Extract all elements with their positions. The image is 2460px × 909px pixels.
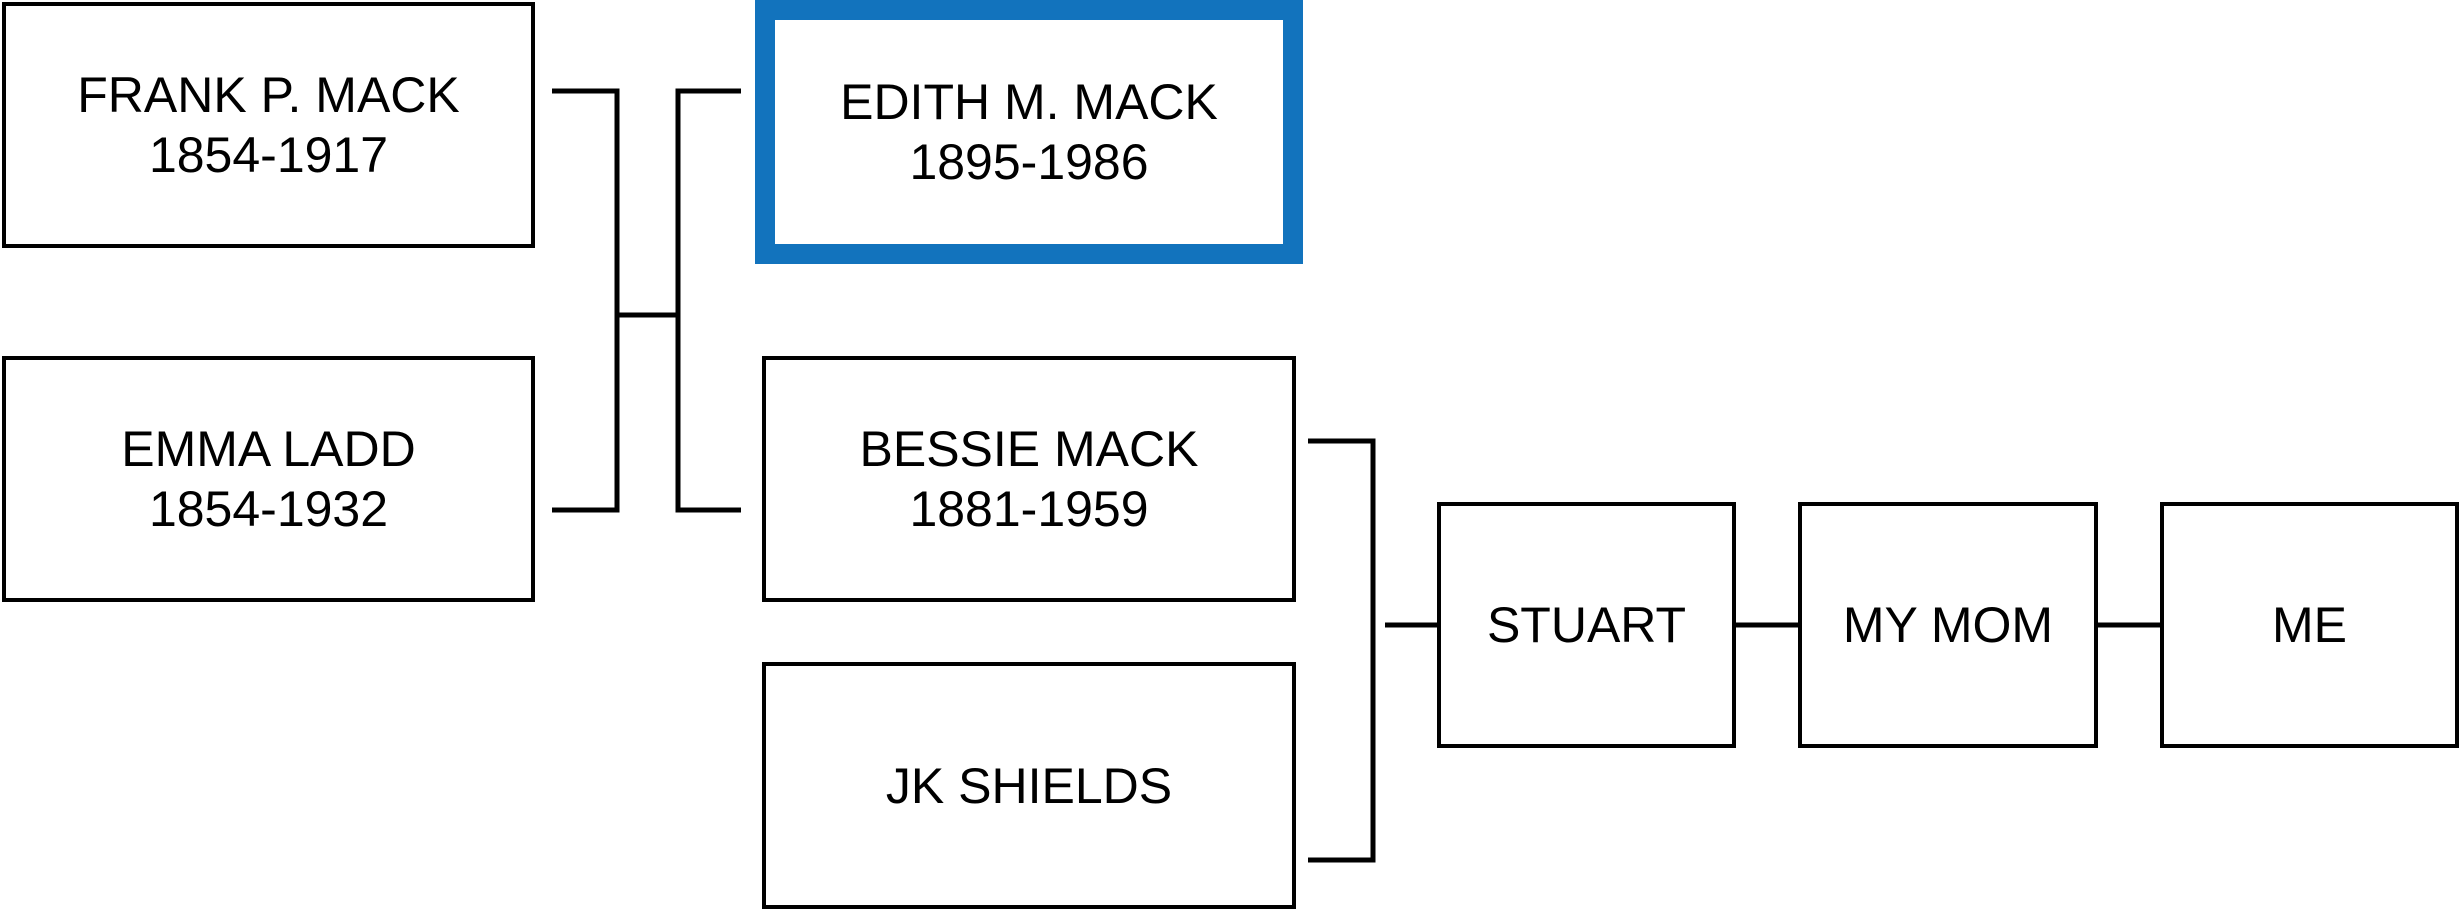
person-name: EMMA LADD (121, 421, 416, 477)
person-my-mom: MY MOM (1798, 502, 2098, 748)
person-name: STUART (1486, 597, 1687, 653)
person-dates: 1881-1959 (909, 481, 1149, 537)
person-bessie-mack: BESSIE MACK 1881-1959 (762, 356, 1296, 602)
person-dates: 1854-1932 (148, 481, 389, 537)
person-emma-ladd: EMMA LADD 1854-1932 (2, 356, 535, 602)
person-name: EDITH M. MACK (840, 74, 1218, 130)
person-name: BESSIE MACK (859, 421, 1199, 477)
person-me: ME (2160, 502, 2459, 748)
person-stuart: STUART (1437, 502, 1736, 748)
person-dates: 1854-1917 (148, 127, 389, 183)
person-frank-p-mack: FRANK P. MACK 1854-1917 (2, 2, 535, 248)
connector-frank-emma (552, 88, 620, 513)
person-dates: 1895-1986 (909, 134, 1149, 190)
person-name: MY MOM (1842, 597, 2054, 653)
person-name: JK SHIELDS (885, 757, 1173, 814)
person-edith-m-mack: EDITH M. MACK 1895-1986 (755, 0, 1303, 264)
connector-bessie-jk (1308, 438, 1376, 863)
person-name: FRANK P. MACK (77, 67, 460, 123)
connector-children-edith-bessie (675, 88, 741, 513)
person-jk-shields: JK SHIELDS (762, 662, 1296, 909)
person-name: ME (2272, 597, 2347, 653)
